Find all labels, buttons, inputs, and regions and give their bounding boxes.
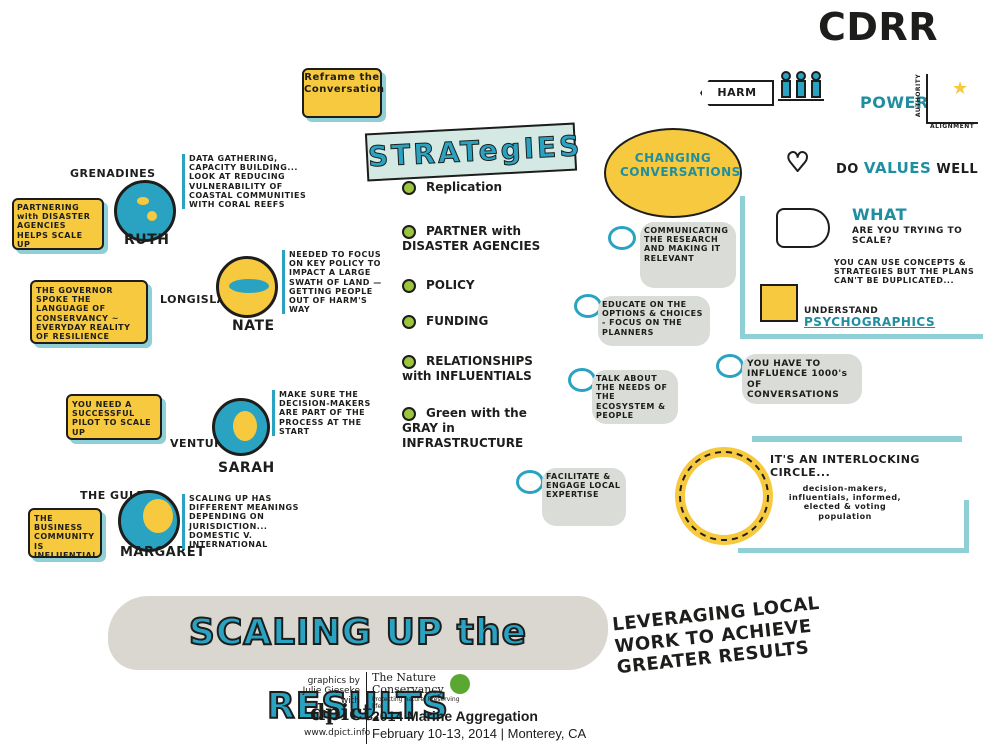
speech-bubble-icon — [516, 470, 544, 494]
speech-bubble-icon — [608, 226, 636, 250]
case-name: SARAH — [218, 460, 275, 476]
event-name: 2014 Marine Aggregation — [372, 708, 538, 724]
tnc-logo: The Nature Conservancy Protecting nature… — [372, 671, 472, 711]
circle-note: decision-makers, influentials, informed,… — [788, 484, 902, 521]
changing-item: COMMUNICATING THE RESEARCH AND MAKING IT… — [640, 222, 736, 288]
circle-divider — [752, 436, 962, 442]
bullet-dot — [402, 180, 416, 195]
globe-icon — [118, 490, 180, 552]
what-note: YOU CAN USE CONCEPTS & STRATEGIES BUT TH… — [834, 258, 975, 286]
tnc-emblem-icon — [450, 674, 470, 694]
speech-bubble-icon — [716, 354, 744, 378]
title-banner: SCALING UP the RESULTS — [108, 596, 608, 728]
bullet-dot — [402, 354, 416, 369]
dpict-logo: dpict. — [310, 700, 381, 726]
case-callout: THE GOVERNOR SPOKE THE LANGUAGE OF CONSE… — [30, 280, 148, 344]
harm-sign: HARM — [700, 80, 774, 106]
footer-url: www.dpict.info — [304, 728, 371, 738]
influence-note: YOU HAVE TO INFLUENCE 1000's OF CONVERSA… — [742, 354, 862, 404]
case-name: NATE — [232, 318, 275, 334]
strategy-item: PARTNER with DISASTER AGENCIES — [402, 224, 541, 253]
case-callout: PARTNERING with DISASTER AGENCIES HELPS … — [12, 198, 104, 250]
case-callout: YOU NEED A SUCCESSFUL PILOT TO SCALE UP — [66, 394, 162, 440]
power-axes — [926, 74, 978, 124]
what-question: ARE YOU TRYING TO SCALE? — [852, 226, 963, 247]
strategy-item: FUNDING — [402, 314, 488, 329]
case-name: RUTH — [124, 232, 170, 248]
interlocking-circle-icon — [672, 444, 776, 548]
changing-item: TALK ABOUT THE NEEDS OF THE ECOSYSTEM & … — [592, 370, 678, 424]
axis-label-authority: AUTHORITY — [915, 73, 923, 118]
case-note: NEEDED TO FOCUS ON KEY POLICY TO IMPACT … — [282, 250, 389, 315]
bullet-dot — [402, 406, 416, 421]
banner-subtitle: LEVERAGING LOCAL WORK to ACHIEVE GREATER… — [611, 592, 821, 679]
circle-title: IT'S AN INTERLOCKING CIRCLE... — [770, 453, 920, 479]
people-icon — [778, 70, 824, 114]
strategy-item: Green with the GRAY in INFRASTRUCTURE — [402, 406, 527, 450]
case-note: DATA GATHERING, CAPACITY BUILDING... LOO… — [182, 154, 309, 210]
pointing-hand-icon — [776, 208, 830, 248]
globe-icon — [212, 398, 270, 456]
understand-line: UNDERSTAND PSYCHOGRAPHICS — [804, 306, 936, 330]
strategy-item: Replication — [402, 180, 502, 195]
case-note: SCALING UP HAS DIFFERENT MEANINGS DEPEND… — [182, 494, 303, 550]
portrait-icon — [760, 284, 798, 322]
strategies-banner: STRATegIES — [364, 122, 584, 182]
case-region: GRENADINES — [70, 167, 156, 180]
case-note: MAKE SURE THE DECISION-MAKERS ARE PART O… — [272, 390, 379, 436]
bullet-dot — [402, 278, 416, 293]
banner-title: SCALING UP the RESULTS — [188, 611, 528, 728]
power-label: POWER — [860, 93, 929, 112]
strategy-item: RELATIONSHIPS with INFLUENTIALS — [402, 354, 533, 383]
reframe-text: Reframe the Conversation — [304, 72, 385, 95]
footer-separator — [366, 672, 367, 744]
changing-item: EDUCATE ON THE OPTIONS & CHOICES - FOCUS… — [598, 296, 710, 346]
circle-bracket — [738, 500, 969, 553]
heart-icon: ♥ — [785, 147, 810, 179]
what-label: WHAT — [852, 205, 908, 224]
divider-bracket — [740, 196, 983, 339]
changing-title: CHANGING CONVERSATIONS — [620, 151, 741, 179]
bullet-dot — [402, 314, 416, 329]
values-line: DO VALUES WELL — [836, 159, 979, 177]
tnc-name: The Nature Conservancy — [372, 671, 444, 697]
page-title: CDRR — [818, 5, 938, 49]
reframe-callout: Reframe the Conversation — [302, 68, 385, 118]
bullet-dot — [402, 224, 416, 239]
changing-item: FACILITATE & ENGAGE LOCAL EXPERTISE — [542, 468, 626, 526]
axis-label-alignment: ALIGNMENT — [930, 123, 975, 130]
case-callout: THE BUSINESS COMMUNITY IS INFLUENTIAL — [28, 508, 102, 560]
changing-conversations-bubble: CHANGING CONVERSATIONS — [604, 128, 742, 218]
strategy-item: POLICY — [402, 278, 475, 293]
globe-icon — [114, 180, 176, 242]
tnc-tagline: Protecting nature. Preserving life. — [372, 696, 460, 711]
strategies-title: STRATegIES — [367, 129, 584, 174]
globe-icon — [216, 256, 278, 318]
event-dates: February 10-13, 2014 | Monterey, CA — [372, 726, 587, 741]
star-icon: ★ — [952, 78, 969, 99]
footer-credit: graphics by Julie Gieseke with — [302, 676, 360, 706]
